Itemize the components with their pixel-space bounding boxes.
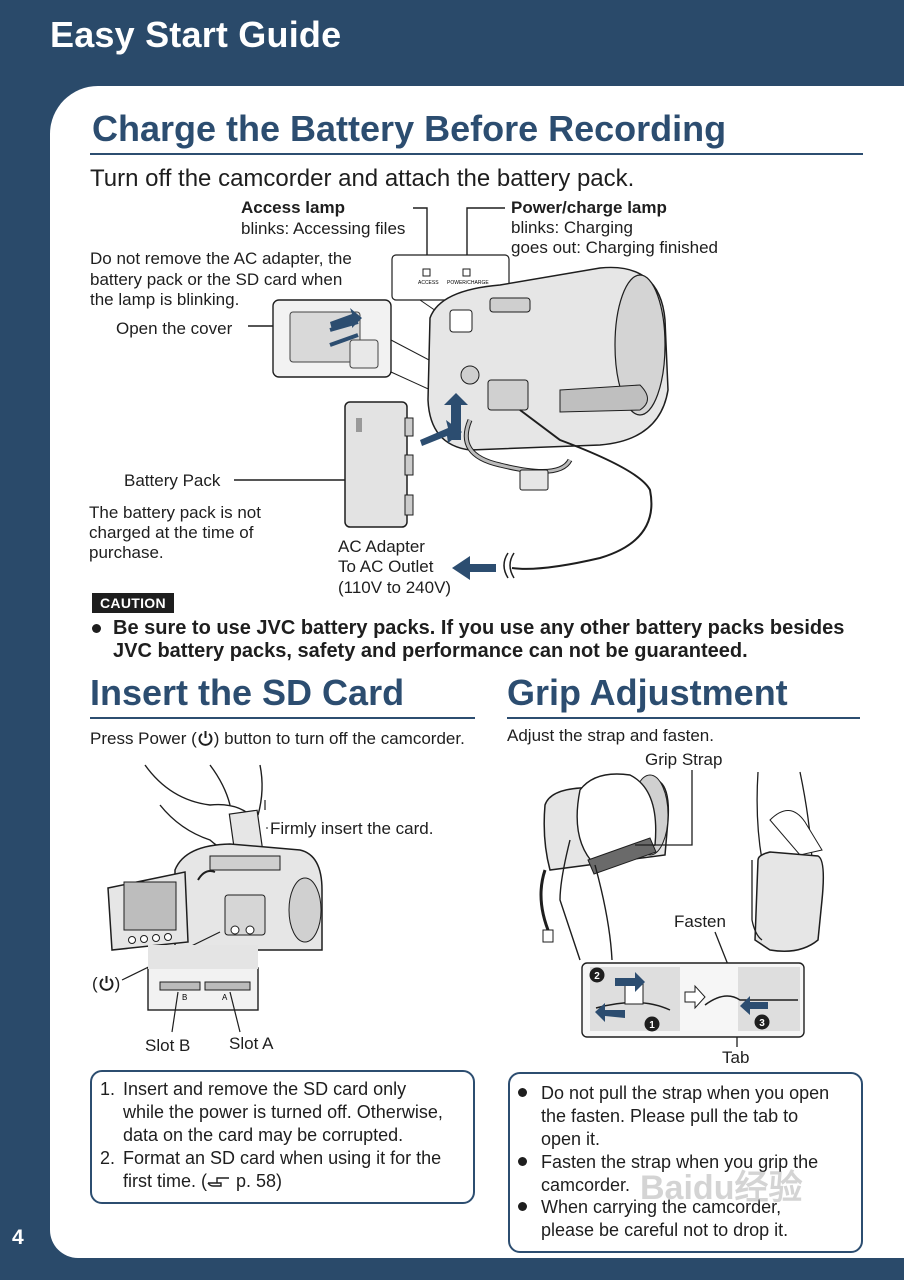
caution-tag: CAUTION (92, 593, 174, 613)
sd-note-2-line-1: Format an SD card when using it for the (123, 1148, 442, 1168)
paren-right: ) (114, 974, 121, 993)
slot-a-label: Slot A (229, 1034, 274, 1053)
tab-label: Tab (722, 1048, 750, 1067)
sd-note-2-line-2: first time. ( p. 58) (123, 1170, 282, 1193)
step-3-badge: 3 (759, 1018, 765, 1029)
sd-lead-pre: Press Power ( (90, 729, 197, 748)
caution-line-1: Be sure to use JVC battery packs. If you… (113, 617, 845, 639)
bullet (518, 1088, 527, 1097)
sd-note-2-num: 2. (100, 1148, 116, 1168)
sd-note-2-pre: first time. ( (123, 1171, 207, 1191)
power-icon (99, 976, 114, 991)
fasten-label: Fasten (674, 912, 726, 931)
step-2-badge: 2 (594, 971, 600, 982)
slot-b-mark: B (182, 993, 187, 1002)
sd-note-1-line-1: Insert and remove the SD card only (123, 1079, 407, 1099)
sd-card-diagram: B A (107, 764, 323, 1033)
caution-line-2: JVC battery packs, safety and performanc… (113, 640, 748, 662)
power-lamp-title: Power/charge lamp (511, 198, 667, 217)
section-title-sd: Insert the SD Card (90, 672, 405, 713)
battery-note-line-1: The battery pack is not (89, 503, 261, 522)
paren-left: ( (92, 974, 98, 993)
section-rule (90, 717, 475, 719)
sd-lead: Press Power ( ) button to turn off the ca… (90, 729, 465, 750)
ac-adapter-line-1: AC Adapter (338, 537, 425, 556)
lamp-label-access: ACCESS (418, 280, 439, 286)
lamp-warning-line-1: Do not remove the AC adapter, the (90, 249, 352, 268)
battery-pack-label: Battery Pack (124, 471, 221, 490)
pointing-hand-icon (207, 1177, 229, 1187)
lamp-label-power: POWER/CHARGE (447, 280, 489, 286)
section-rule (90, 153, 863, 155)
step-1-badge: 1 (649, 1020, 655, 1031)
section-title-charge: Charge the Battery Before Recording (92, 108, 727, 149)
grip-note-2-line-1: Fasten the strap when you grip the (541, 1152, 819, 1172)
grip-note-2-line-2: camcorder. (541, 1175, 631, 1195)
access-lamp-desc: blinks: Accessing files (241, 219, 406, 238)
page-number: 4 (12, 1226, 24, 1249)
slot-a-mark: A (222, 993, 228, 1002)
grip-note-1-line-1: Do not pull the strap when you open (541, 1083, 830, 1103)
battery-note-line-3: purchase. (89, 543, 164, 562)
grip-note-1-line-3: open it. (541, 1129, 601, 1149)
page-header-title: Easy Start Guide (50, 14, 342, 55)
power-button-label: () (92, 974, 120, 995)
power-lamp-desc-2: goes out: Charging finished (511, 238, 718, 257)
firmly-insert-label: Firmly insert the card. (270, 819, 434, 838)
bullet (92, 624, 101, 633)
ac-adapter-line-3: (110V to 240V) (338, 578, 452, 597)
battery-note-line-2: charged at the time of (89, 523, 254, 542)
grip-note-1-line-2: the fasten. Please pull the tab to (541, 1106, 799, 1126)
watermark-text-1: Bai (640, 1169, 693, 1207)
watermark-text-3: 经验 (734, 1169, 803, 1207)
grip-note-3-line-2: please be careful not to drop it. (541, 1220, 789, 1240)
lamp-warning-line-3: the lamp is blinking. (90, 290, 240, 309)
grip-lead: Adjust the strap and fasten. (507, 726, 714, 745)
power-icon (198, 731, 213, 746)
bullet (518, 1157, 527, 1166)
access-lamp-title: Access lamp (241, 198, 345, 217)
sd-note-1-line-2: while the power is turned off. Otherwise… (123, 1102, 443, 1122)
sd-note-2-ref: p. 58) (236, 1171, 283, 1191)
charge-lead: Turn off the camcorder and attach the ba… (90, 165, 635, 192)
watermark: Baidu经验 (640, 1160, 802, 1209)
ac-adapter-line-2: To AC Outlet (338, 557, 434, 576)
charging-diagram: ACCESS POWER/CHARGE (234, 207, 669, 580)
sd-notes-box (90, 1070, 475, 1204)
sd-note-1-num: 1. (100, 1079, 116, 1099)
watermark-text-2: du (692, 1169, 735, 1207)
slot-b-label: Slot B (145, 1036, 191, 1055)
section-rule (507, 717, 860, 719)
power-lamp-desc-1: blinks: Charging (511, 218, 633, 237)
grip-diagram: 2 1 3 (539, 770, 825, 1047)
lamp-warning-line-2: battery pack or the SD card when (90, 270, 343, 289)
sd-note-1-line-3: data on the card may be corrupted. (123, 1125, 404, 1145)
grip-notes-box (508, 1072, 863, 1253)
grip-strap-label: Grip Strap (645, 750, 723, 769)
bullet (518, 1202, 527, 1211)
grip-note-3-line-1: When carrying the camcorder, (541, 1197, 782, 1217)
sd-lead-post: ) button to turn off the camcorder. (213, 729, 465, 748)
section-title-grip: Grip Adjustment (507, 672, 788, 713)
open-cover-label: Open the cover (116, 319, 233, 338)
